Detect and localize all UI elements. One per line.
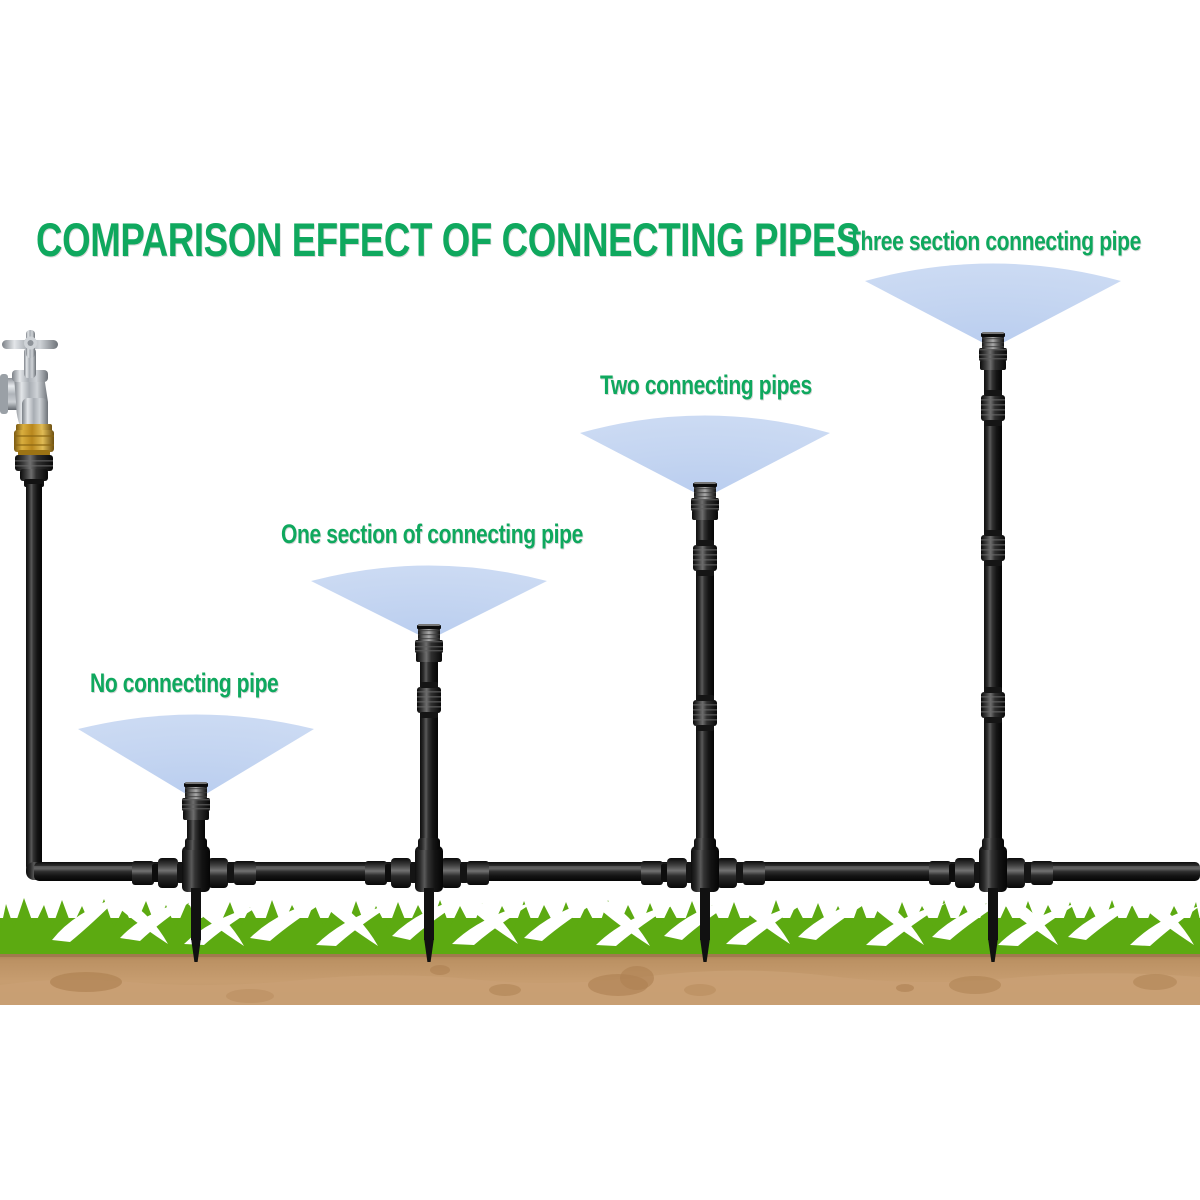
riser-three-sections bbox=[929, 332, 1053, 962]
riser-two-sections bbox=[641, 482, 765, 962]
garden-faucet bbox=[0, 330, 58, 487]
riser-label-two-pipes: Two connecting pipes bbox=[600, 370, 812, 400]
riser-no-connecting-pipe bbox=[132, 782, 256, 962]
riser-label-one-section: One section of connecting pipe bbox=[281, 519, 583, 549]
riser-one-section bbox=[365, 624, 489, 962]
main-manifold-pipe bbox=[34, 862, 1200, 881]
riser-label-no-connecting-pipe: No connecting pipe bbox=[90, 668, 279, 698]
spray-fan-riser-2 bbox=[580, 415, 830, 498]
page-title: COMPARISON EFFECT OF CONNECTING PIPES bbox=[36, 213, 861, 266]
spray-fan-riser-0 bbox=[78, 714, 314, 800]
supply-hose bbox=[26, 484, 50, 880]
soil-layer bbox=[0, 952, 1200, 1005]
spray-fan-riser-1 bbox=[311, 565, 547, 640]
grass-layer bbox=[0, 896, 1200, 954]
riser-label-three-section: Three section connecting pipe bbox=[848, 226, 1141, 256]
spray-fan-riser-3 bbox=[865, 263, 1121, 348]
spray-fans bbox=[78, 263, 1121, 800]
